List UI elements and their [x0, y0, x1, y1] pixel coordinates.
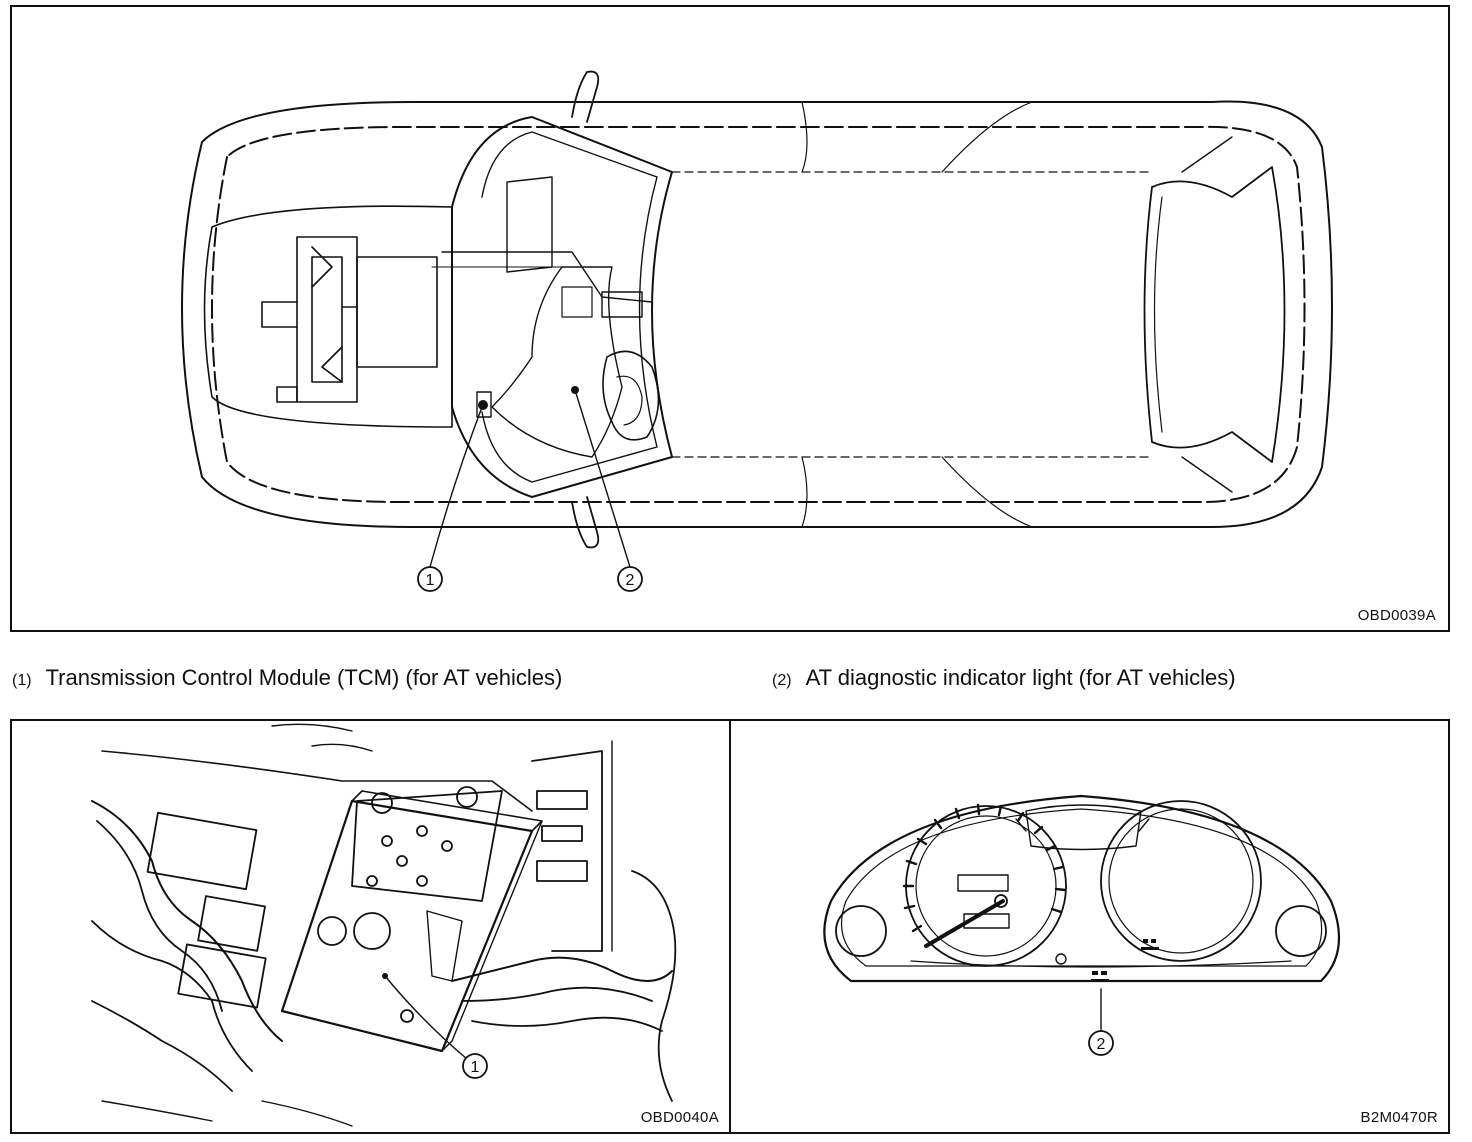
- figure-instrument-cluster: 2 B2M0470R: [729, 719, 1450, 1134]
- left-small-gauge: [835, 905, 887, 957]
- figure-tcm-detail: 1 OBD0040A: [10, 719, 731, 1134]
- at-indicator-light: [1091, 971, 1109, 982]
- callout-1-detail-label: 1: [471, 1059, 480, 1076]
- tcm-module: [280, 786, 543, 1053]
- callout-2-leader: [574, 389, 631, 568]
- figure-car-top-view: 1 2 OBD0039A: [10, 5, 1450, 632]
- callout-2-detail: 2: [1088, 1030, 1114, 1056]
- windshield: [451, 116, 673, 498]
- car-top-view-drawing: 1 2: [181, 70, 1333, 592]
- car-body-outline: [181, 100, 1333, 528]
- tachometer: [1100, 800, 1262, 962]
- indicator-location-dot: [571, 386, 579, 394]
- legend-item-2: (2) AT diagnostic indicator light (for AT…: [772, 665, 1236, 691]
- speedometer-needle: [924, 899, 1005, 948]
- wiring-harness-left: [91, 800, 283, 1042]
- instrument-cluster-drawing: 2: [823, 794, 1341, 1056]
- callout-1-leader-detail: [384, 975, 468, 1060]
- tcm-bracket: [351, 790, 503, 902]
- cluster-housing: [823, 794, 1341, 983]
- figure-code-bottom-right: B2M0470R: [1360, 1109, 1438, 1126]
- tcm-detail-drawing: 1: [91, 723, 677, 1127]
- rear-window: [1143, 166, 1286, 463]
- engine-bay: [203, 205, 453, 428]
- callout-2-detail-label: 2: [1097, 1036, 1106, 1053]
- legend-item-1-text: Transmission Control Module (TCM) (for A…: [45, 665, 563, 690]
- tcm-location-dot: [478, 400, 488, 410]
- engine-block: [261, 236, 438, 403]
- wiring-harness-right: [451, 956, 673, 982]
- callout-1-label: 1: [426, 572, 435, 589]
- callout-2: 2: [617, 566, 643, 592]
- callout-1-detail: 1: [462, 1053, 488, 1079]
- callout-1: 1: [417, 566, 443, 592]
- mirror-top: [571, 70, 600, 123]
- callout-1-leader: [429, 406, 483, 568]
- mirror-bottom: [571, 496, 600, 549]
- figure-code-top: OBD0039A: [1357, 607, 1436, 624]
- figure-code-bottom-left: OBD0040A: [640, 1109, 719, 1126]
- speedometer-ticks: [902, 803, 1067, 933]
- connector-upper: [146, 811, 258, 891]
- steering-wheel: [602, 350, 660, 441]
- legend-item-2-number: (2): [772, 672, 792, 689]
- right-small-gauge: [1275, 905, 1327, 957]
- legend-item-1: (1) Transmission Control Module (TCM) (fo…: [12, 665, 562, 691]
- legend-item-1-number: (1): [12, 672, 32, 689]
- tachometer-warning-lamps: [1141, 939, 1159, 950]
- dashboard: [506, 176, 553, 273]
- legend-item-2-text: AT diagnostic indicator light (for AT ve…: [805, 665, 1236, 690]
- callout-2-label: 2: [626, 572, 635, 589]
